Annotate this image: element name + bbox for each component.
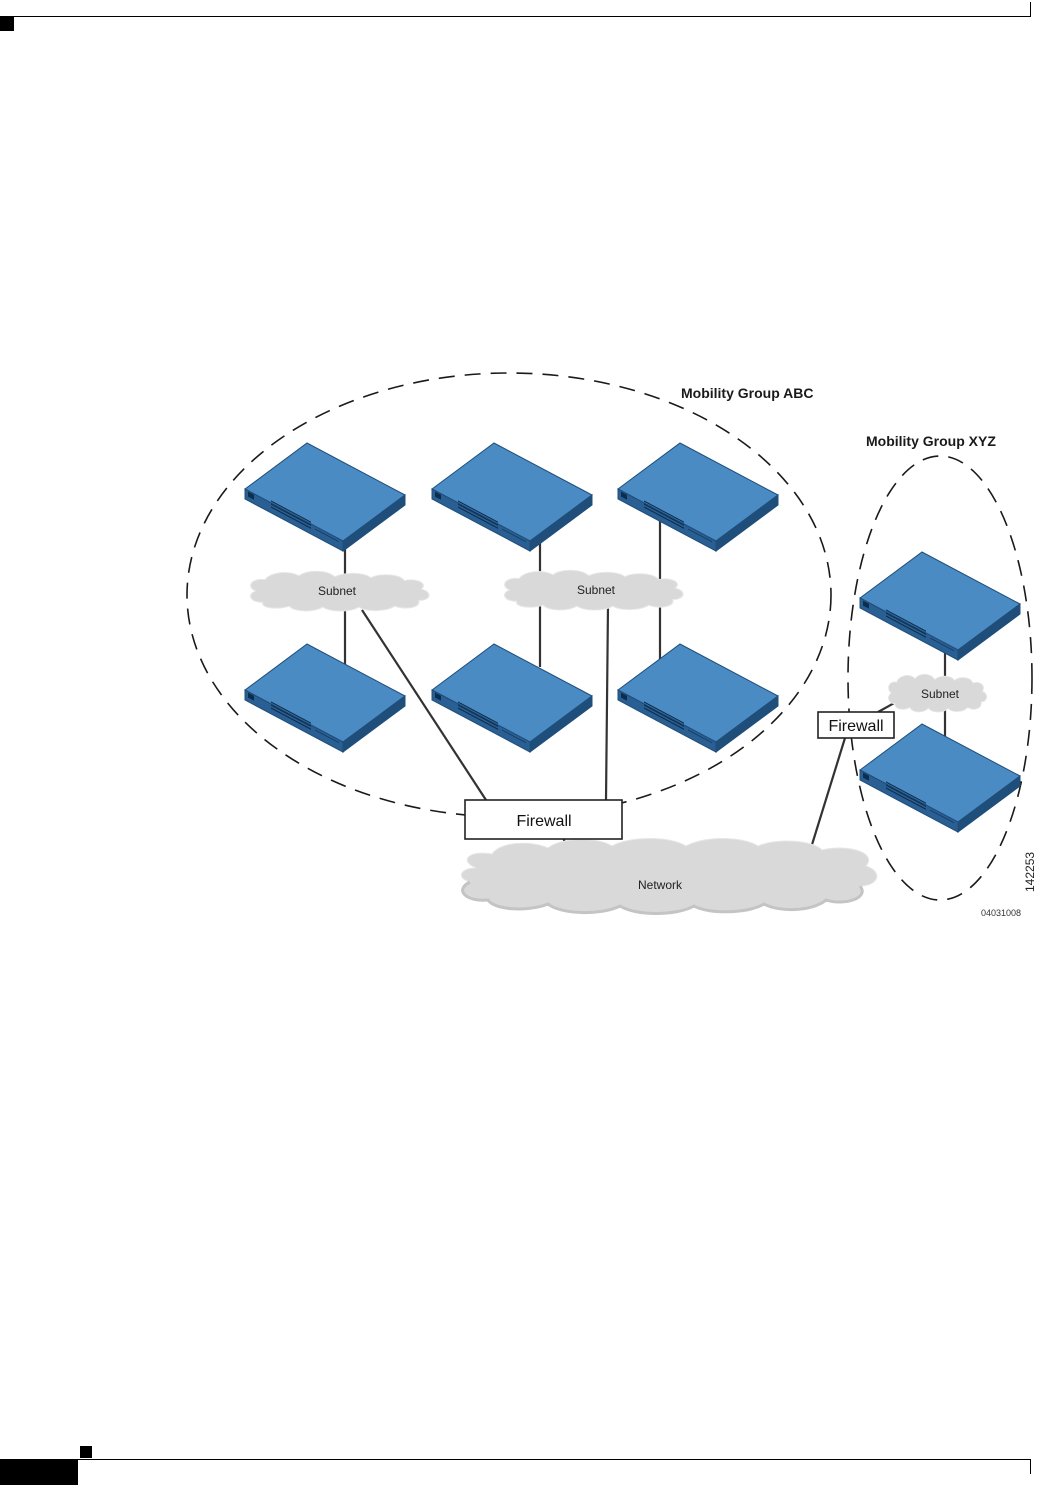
network-cloud — [461, 839, 876, 914]
firewall-xyz-label: Firewall — [828, 718, 883, 735]
figure-code: 04031008 — [981, 908, 1021, 918]
mobility-group-abc-label: Mobility Group ABC — [681, 385, 813, 401]
network-switch-icon — [432, 644, 592, 752]
network-switch-icon — [245, 443, 405, 551]
footer-mark — [80, 1446, 92, 1458]
network-switch-icon — [618, 644, 778, 752]
network-switch-icon — [245, 644, 405, 752]
link-subnet-middle-to-firewall — [606, 605, 608, 800]
footer-rule — [0, 1459, 1031, 1460]
network-switch-icon — [432, 443, 592, 551]
footer-tab — [0, 1460, 78, 1485]
network-switch-icon — [860, 552, 1020, 660]
subnet-label-middle: Subnet — [577, 583, 616, 597]
subnet-label-xyz: Subnet — [921, 687, 960, 701]
footer-tick — [1030, 1459, 1031, 1474]
subnet-label-left: Subnet — [318, 584, 357, 598]
network-switch-icon — [860, 724, 1020, 832]
figure-id: 142253 — [1023, 852, 1037, 892]
mobility-group-xyz-label: Mobility Group XYZ — [866, 433, 996, 449]
network-switch-icon — [618, 443, 778, 551]
network-label: Network — [638, 878, 683, 892]
firewall-main-label: Firewall — [516, 813, 571, 830]
